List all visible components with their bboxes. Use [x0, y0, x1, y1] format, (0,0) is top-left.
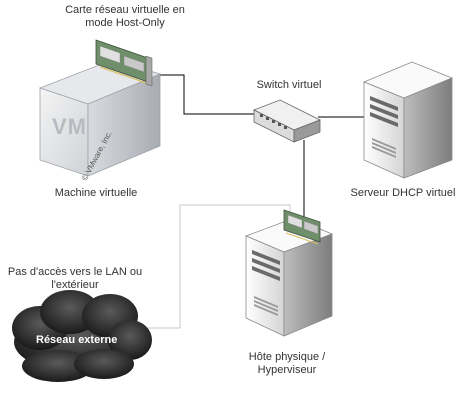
connection-lines	[146, 74, 367, 329]
network-card-icon	[283, 209, 321, 245]
vm-logo: VM	[52, 114, 87, 139]
cloud-icon	[12, 290, 152, 382]
no-access-label: Pas d'accès vers le LAN ou l'extérieur	[7, 266, 143, 291]
switch-label: Switch virtuel	[256, 79, 322, 91]
switch-icon	[253, 99, 321, 143]
server-icon	[362, 61, 454, 179]
network-card-icon	[95, 39, 153, 87]
external-network-label: Réseau externe	[36, 334, 118, 346]
vm-card-label: Carte réseau virtuelle en mode Host-Only	[65, 4, 185, 29]
line-host-external	[146, 204, 291, 329]
vm-label: Machine virtuelle	[54, 187, 138, 199]
host-label: Hôte physique / Hyperviseur	[248, 351, 326, 376]
line-vm-switch	[150, 74, 255, 115]
dhcp-label: Serveur DHCP virtuel	[350, 187, 456, 199]
